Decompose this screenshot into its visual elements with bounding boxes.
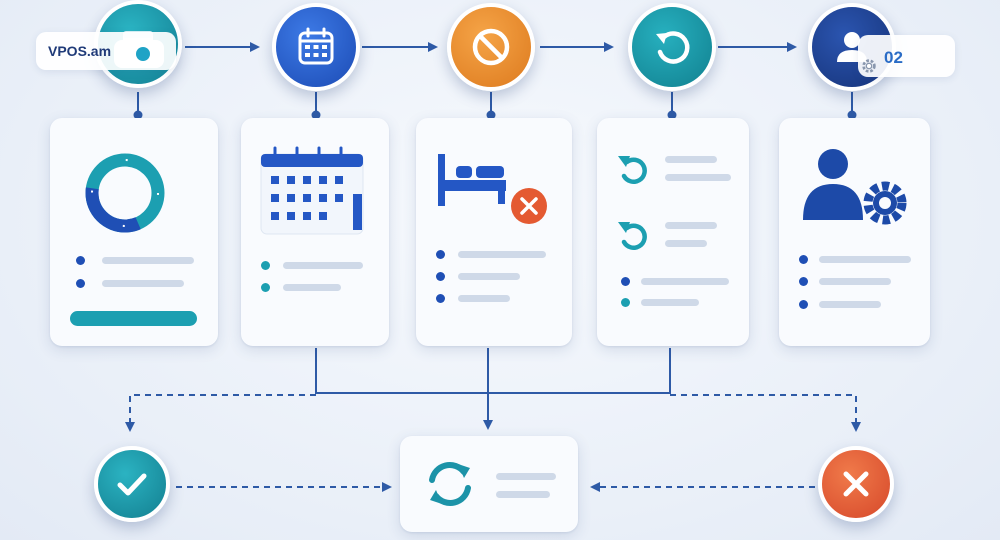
step-4-card[interactable] [597,118,749,346]
prohibited-icon [472,28,510,66]
approved-node[interactable] [94,446,170,522]
gear-icon [862,59,876,73]
list-item [621,298,741,308]
list-item [76,279,196,289]
bed-cancel-icon [438,154,547,224]
brand-toggle[interactable] [114,40,164,68]
step-3-node[interactable] [447,3,535,91]
close-icon [843,471,869,497]
list-item [621,277,741,287]
list-item [436,294,556,304]
calendar-icon [298,27,334,65]
refresh-icon [656,31,690,64]
step-2-card[interactable] [241,118,389,346]
brand-name: VPOS.am [48,43,112,59]
sync-card[interactable] [400,436,578,532]
step-3-card[interactable] [416,118,572,346]
text-line [496,491,550,498]
toggle-knob [136,47,150,61]
text-line [665,222,717,229]
list-item [436,250,556,260]
badge-number: 02 [884,48,903,67]
text-line [665,174,731,181]
calendar-grid-icon [260,146,364,235]
text-line [665,156,717,163]
step-4-node[interactable] [628,3,716,91]
user-settings-icon [803,149,907,225]
text-line [496,473,556,480]
list-item [261,283,371,293]
list-item [799,277,919,287]
check-icon [117,473,147,496]
list-item [799,300,919,310]
list-item [436,272,556,282]
list-item [76,256,196,266]
list-item [799,255,919,265]
rejected-node[interactable] [818,446,894,522]
donut-chart-icon [85,153,165,233]
progress-bar [70,311,197,326]
step-5-card[interactable] [779,118,930,346]
brand-header: VPOS.am [36,32,176,70]
list-item [261,261,371,271]
step-badge: 02 [858,35,955,77]
sync-icon [429,462,471,506]
step-1-card[interactable] [50,118,218,346]
undo-arrows-icon [618,156,647,250]
text-line [665,240,707,247]
step-2-node[interactable] [272,3,360,91]
